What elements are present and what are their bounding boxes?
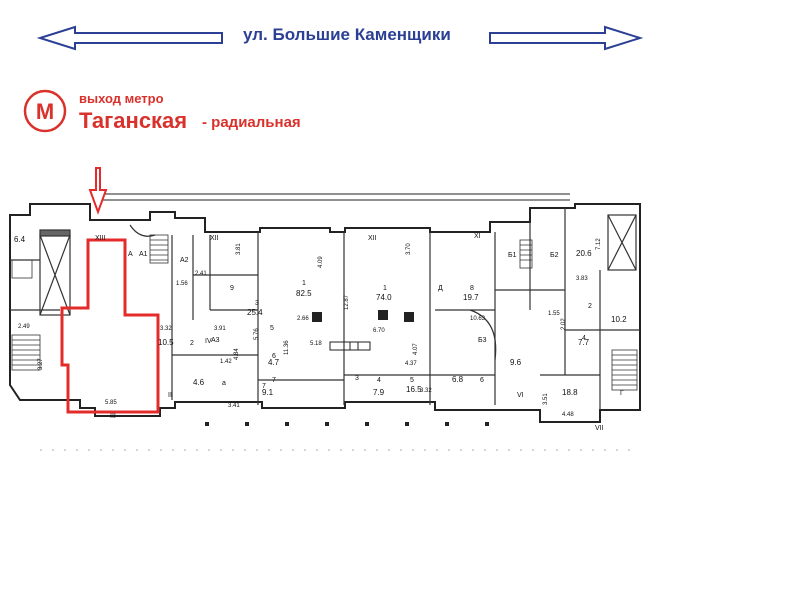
dimension: 11.36 <box>284 340 290 355</box>
dimension: 3.51 <box>543 393 549 405</box>
room-area: 19.7 <box>463 293 479 302</box>
roman-numeral: VII <box>595 425 604 432</box>
dimension: 3.32 <box>160 326 172 332</box>
dimension: 1.55 <box>548 311 560 317</box>
roman-numeral: XIII <box>95 235 106 242</box>
room-label: a <box>222 380 226 387</box>
room-number: 1 <box>302 280 306 287</box>
dimension: 2.66 <box>297 316 309 322</box>
room-area: 7.9 <box>373 388 385 397</box>
room-number: 4 <box>377 377 381 384</box>
dimension: 4.84 <box>234 348 240 360</box>
dimension: 3.41 <box>228 403 240 409</box>
roman-numeral: VI <box>517 392 524 399</box>
street-direction-arrows <box>36 25 644 51</box>
room-number: 7 <box>272 377 276 384</box>
room-number: 4 <box>582 335 586 342</box>
room-label: Б3 <box>478 337 487 344</box>
room-number: 9 <box>230 285 234 292</box>
room-number: 7 <box>262 383 266 390</box>
dimension: 5.18 <box>310 341 322 347</box>
dimension: 12.87 <box>344 294 350 310</box>
dimension: 3.70 <box>406 243 412 255</box>
metro-line-label: - радиальная <box>202 114 301 131</box>
room-area: 7.7 <box>578 338 590 347</box>
dimension: 5.76 <box>254 328 260 340</box>
room-label: Б2 <box>550 252 559 259</box>
room-label: Д <box>438 285 443 292</box>
dimension: 10.63 <box>470 316 486 322</box>
room-number: 6 <box>272 353 276 360</box>
room-number: 6 <box>480 377 484 384</box>
dimension: 1.42 <box>220 359 232 365</box>
room-area: 6.4 <box>14 235 26 244</box>
room-number: 5 <box>270 325 274 332</box>
dimension: 4.37 <box>405 361 417 367</box>
room-number: 2 <box>190 340 194 347</box>
dimension: 6.70 <box>373 328 385 334</box>
metro-station-name: Таганская <box>79 108 188 133</box>
room-area: 4.7 <box>268 358 280 367</box>
dimension: 7.12 <box>596 238 602 250</box>
dimension: 3.81 <box>236 243 242 255</box>
floor-plan: XIII XII XII XI II III IV VI VII A A1 A2… <box>9 167 641 451</box>
room-label: A3 <box>211 337 220 344</box>
dimension: 5.85 <box>105 400 117 406</box>
dimension: 2.41 <box>195 271 207 277</box>
dimension: 3.27 <box>38 358 44 370</box>
room-number: 8 <box>470 285 474 292</box>
room-area: 25.4 <box>247 308 263 317</box>
room-area: 4.6 <box>193 378 205 387</box>
room-label: Б1 <box>508 252 517 259</box>
roman-numeral: XII <box>210 235 219 242</box>
room-area: 74.0 <box>376 293 392 302</box>
room-number: 3 <box>355 375 359 382</box>
roman-numeral: IV <box>205 338 212 345</box>
dimension: 3.91 <box>214 326 226 332</box>
entrance-arrow-icon <box>88 167 108 215</box>
dimension: 3.32 <box>420 388 432 394</box>
room-label: A <box>128 251 133 258</box>
room-label: A1 <box>139 251 148 258</box>
roman-numeral: XII <box>368 235 377 242</box>
room-area: 82.5 <box>296 289 312 298</box>
room-area: 10.5 <box>158 338 174 347</box>
dimension: 4.09 <box>318 256 324 268</box>
room-area: 16.5 <box>406 385 422 394</box>
dimension: 4.07 <box>413 343 419 355</box>
room-number: 2 <box>588 303 592 310</box>
roman-numeral: XI <box>474 233 481 240</box>
room-label: A2 <box>180 257 189 264</box>
metro-exit-label: выход метро <box>79 91 164 106</box>
dimension: 4.48 <box>562 412 574 418</box>
dimension: 2.02 <box>561 318 567 330</box>
dimension: 1.56 <box>176 281 188 287</box>
street-name-label: ул. Большие Каменщики <box>243 25 451 44</box>
room-area: 10.2 <box>611 315 627 324</box>
room-number: 1 <box>383 285 387 292</box>
dimension: 2.49 <box>18 324 30 330</box>
left-arrow-icon <box>36 25 223 51</box>
room-number: 5 <box>410 377 414 384</box>
room-number: 3 <box>255 300 259 307</box>
room-area: 18.8 <box>562 388 578 397</box>
roman-numeral: II <box>168 392 172 399</box>
room-area: 9.6 <box>510 358 522 367</box>
room-area: 6.8 <box>452 375 464 384</box>
room-area: 9.1 <box>262 388 274 397</box>
room-label: Г <box>620 390 624 397</box>
room-area: 20.6 <box>576 249 592 258</box>
metro-logo-icon: М <box>23 89 67 133</box>
dimension: 3.83 <box>576 276 588 282</box>
metro-logo-letter: М <box>36 99 54 124</box>
right-arrow-icon <box>489 25 644 51</box>
highlighted-premises-outline <box>60 238 160 414</box>
roman-numeral: III <box>110 413 116 420</box>
